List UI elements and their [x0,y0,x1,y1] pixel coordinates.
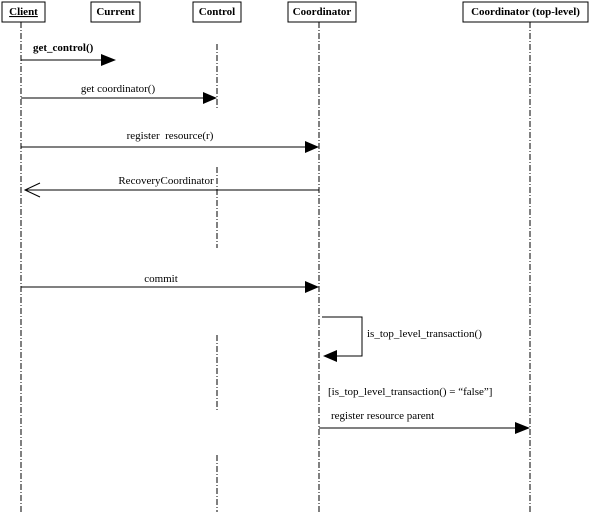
message-recovery-coordinator: RecoveryCoordinator [23,175,319,198]
participant-label: Coordinator (top-level) [471,6,580,18]
participant-current: Current [90,1,141,23]
message-label: get coordinator() [81,83,156,95]
participant-client: Client [1,1,46,23]
arrowhead-icon [305,141,319,153]
message-commit: commit [21,273,319,293]
message-register-resource: register resource(r) [21,130,319,153]
arrowhead-icon [305,281,319,293]
participant-label: Current [96,6,135,18]
arrowhead-icon [203,92,217,104]
message-label: get_control() [33,42,94,54]
message-label: commit [144,273,178,285]
message-is-top-level-transaction: is_top_level_transaction() [322,316,482,362]
participant-control: Control [192,1,242,23]
message-label: is_top_level_transaction() [367,328,482,340]
message-register-resource-parent: [is_top_level_transaction() = “false”] r… [319,386,530,434]
message-label: RecoveryCoordinator [118,175,214,187]
arrowhead-icon [101,54,116,66]
participant-label: Coordinator [293,6,352,18]
message-label: register resource parent [331,410,434,422]
participant-coordinator: Coordinator [287,1,357,23]
message-get-control: get_control() [21,42,116,66]
participant-label: Control [199,6,235,18]
arrowhead-icon [515,422,530,434]
arrowhead-icon [323,350,337,362]
participant-label: Client [9,6,38,18]
message-label: register resource(r) [127,130,214,142]
message-get-coordinator: get coordinator() [21,83,217,104]
participant-coordinator-top-level: Coordinator (top-level) [462,1,589,23]
guard-condition: [is_top_level_transaction() = “false”] [328,386,492,398]
open-arrowhead-icon [23,182,41,198]
